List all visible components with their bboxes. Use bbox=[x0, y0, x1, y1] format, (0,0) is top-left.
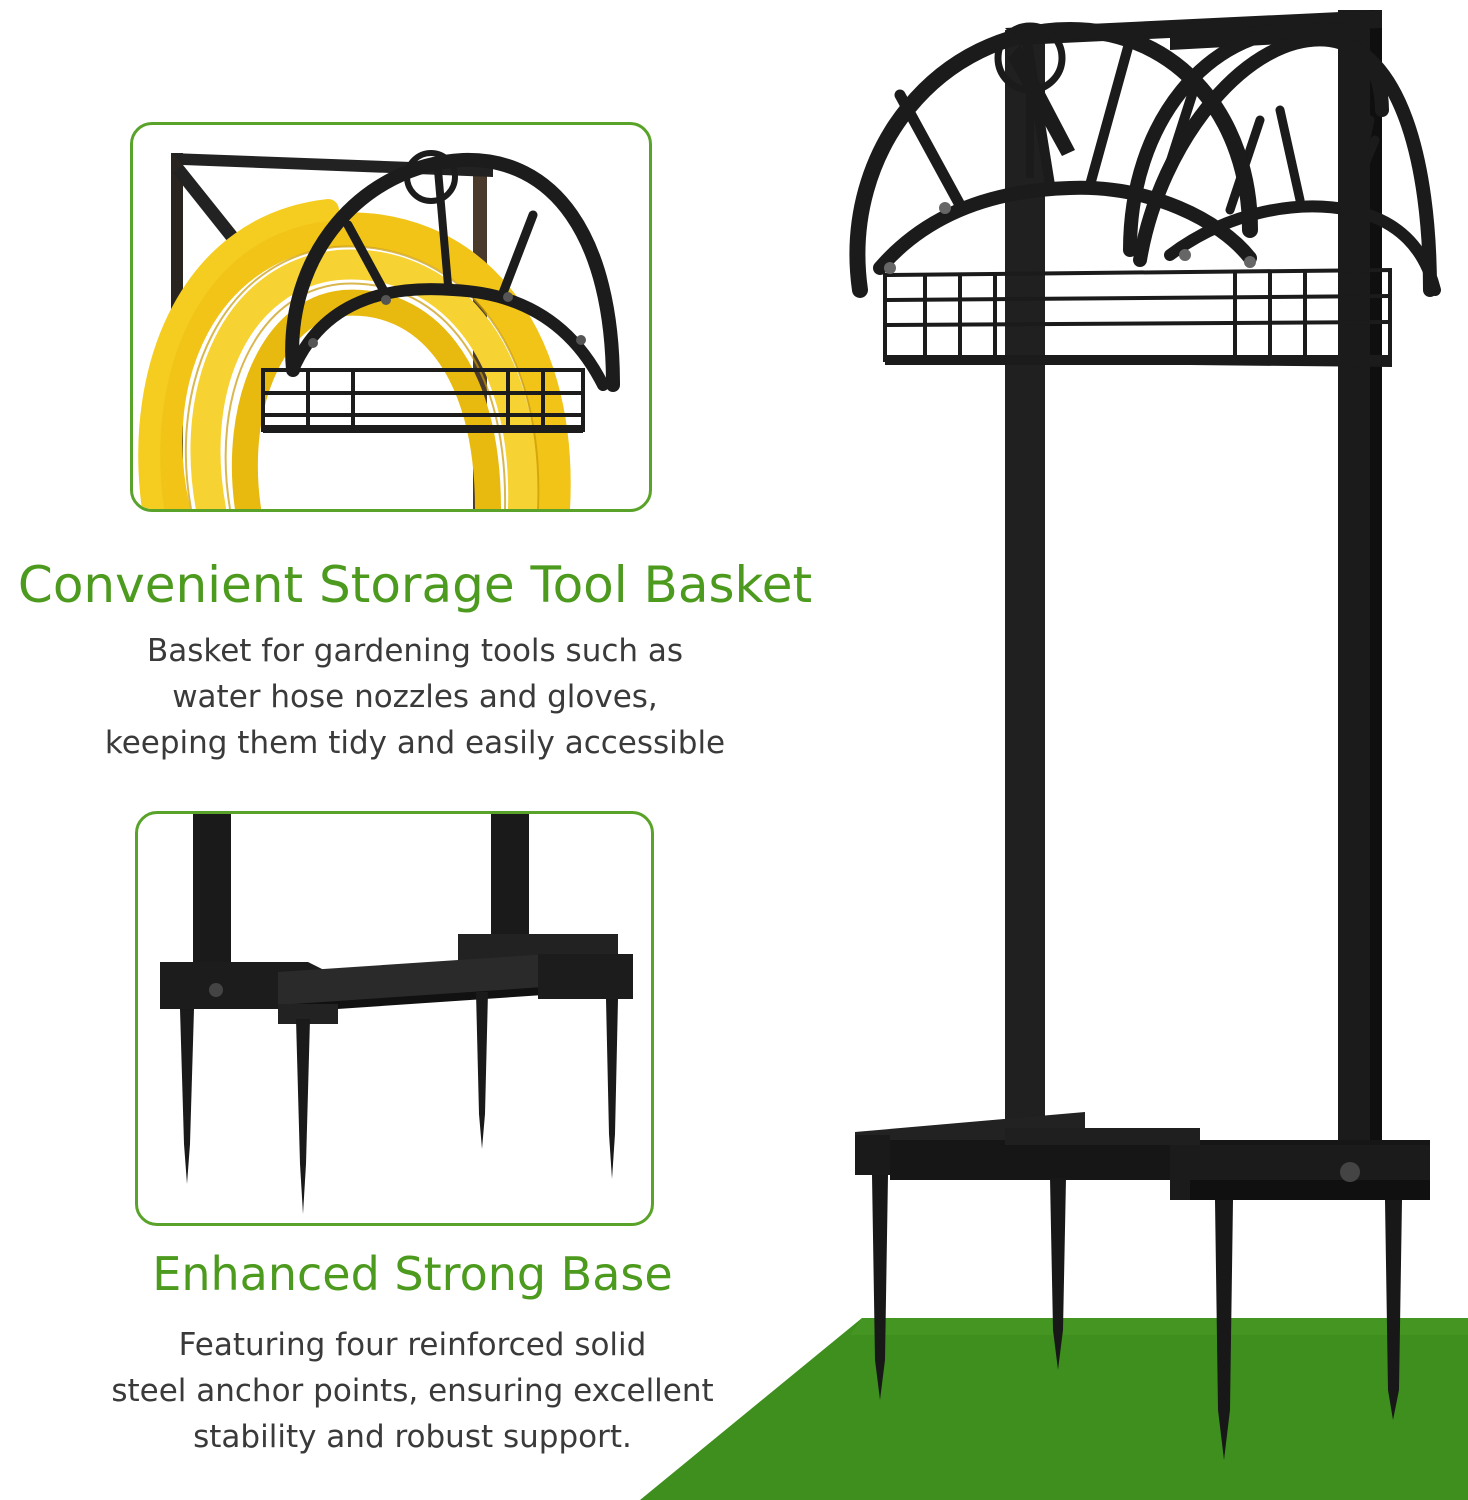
description-line: Featuring four reinforced solid bbox=[178, 1327, 647, 1363]
description-line: water hose nozzles and gloves, bbox=[172, 679, 658, 715]
description-line: stability and robust support. bbox=[193, 1419, 632, 1455]
feature-description-basket: Basket for gardening tools such as water… bbox=[0, 628, 830, 766]
description-line: keeping them tidy and easily accessible bbox=[104, 725, 726, 761]
description-line: steel anchor points, ensuring excellent bbox=[111, 1373, 714, 1409]
feature-title-base: Enhanced Strong Base bbox=[152, 1247, 673, 1301]
feature-title-basket: Convenient Storage Tool Basket bbox=[17, 556, 813, 614]
hose-holder-product-image bbox=[849, 10, 1441, 1460]
base-detail-image bbox=[135, 811, 654, 1226]
feature-description-base: Featuring four reinforced solid steel an… bbox=[0, 1322, 825, 1460]
basket-detail-image bbox=[130, 122, 652, 512]
description-line: Basket for gardening tools such as bbox=[146, 633, 684, 669]
